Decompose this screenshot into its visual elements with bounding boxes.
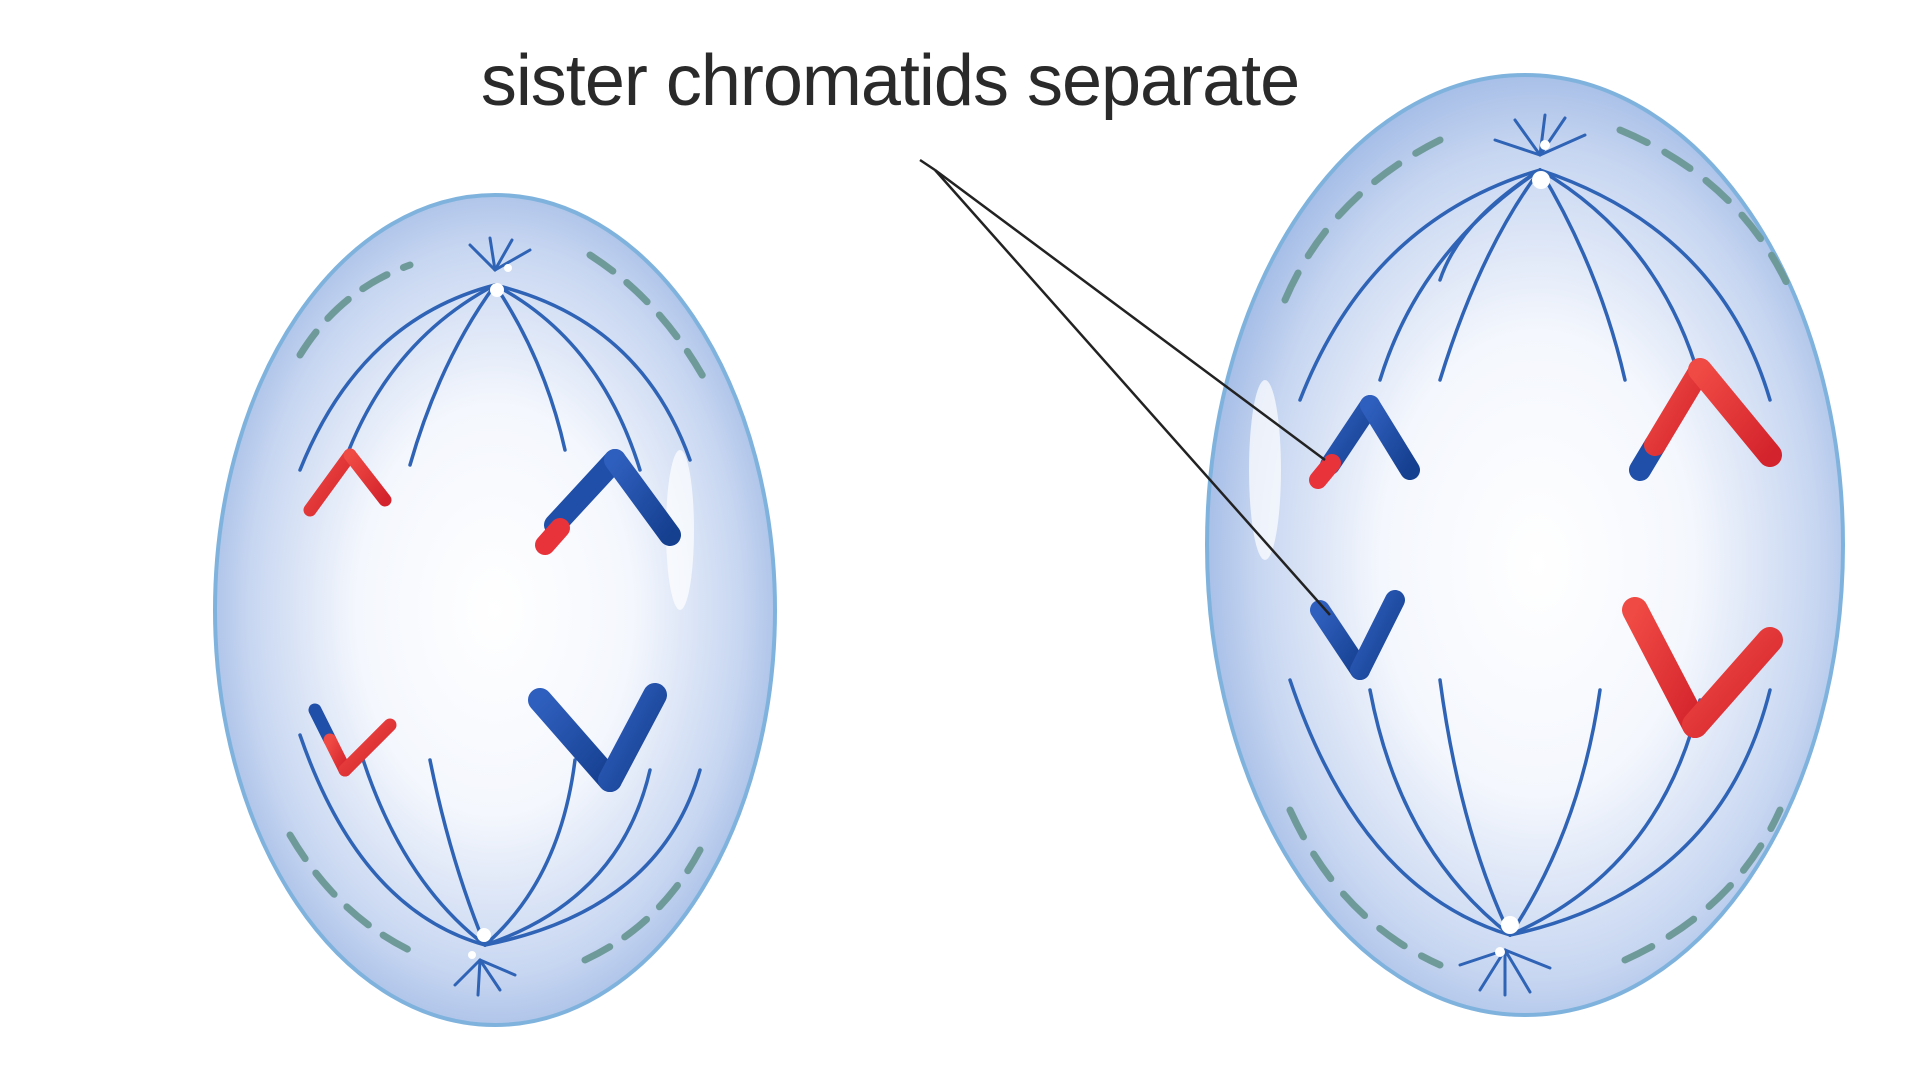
left-cell-highlight xyxy=(666,450,694,610)
right-cell-highlight xyxy=(1249,380,1281,560)
right-chromatid-blue-upper-left xyxy=(1309,395,1420,489)
right-spindle-fibers xyxy=(1288,168,1772,937)
left-lower-aster xyxy=(453,958,517,997)
left-chromosome-red-small-upper xyxy=(303,448,392,517)
left-upper-aster xyxy=(468,236,532,272)
left-lower-centriole-2 xyxy=(468,951,476,959)
right-chromatid-red-upper-right xyxy=(1629,358,1782,481)
pointer-line-upper xyxy=(934,168,1326,462)
pointer-line-stub xyxy=(919,158,936,172)
left-lower-centriole xyxy=(477,928,491,942)
left-membrane-dashes xyxy=(286,251,709,964)
right-chromatid-blue-lower-left xyxy=(1310,590,1405,680)
right-membrane-dashes xyxy=(1281,126,1794,969)
sister-chromatids-label: sister chromatids separate xyxy=(480,41,1300,121)
right-upper-aster xyxy=(1493,113,1587,157)
right-lower-centriole-2 xyxy=(1495,947,1505,957)
left-cell xyxy=(213,193,777,1027)
left-upper-centriole xyxy=(490,283,504,297)
pointer-line-lower xyxy=(934,169,1331,616)
left-chromosome-blue-large-lower xyxy=(528,683,667,792)
left-spindle-fibers xyxy=(298,283,702,947)
right-upper-centriole xyxy=(1532,171,1550,189)
left-chromosome-red-small-lower xyxy=(308,703,397,777)
label-pointer-lines xyxy=(919,158,1331,616)
right-lower-centriole xyxy=(1501,916,1519,934)
right-cell-body xyxy=(1205,73,1845,1017)
right-upper-centriole-2 xyxy=(1540,140,1550,150)
right-chromatid-red-lower-right xyxy=(1622,597,1783,738)
left-cell-body xyxy=(213,193,777,1027)
left-chromosome-blue-large-upper xyxy=(535,449,681,555)
right-cell xyxy=(1205,73,1845,1017)
left-upper-centriole-2 xyxy=(504,264,512,272)
